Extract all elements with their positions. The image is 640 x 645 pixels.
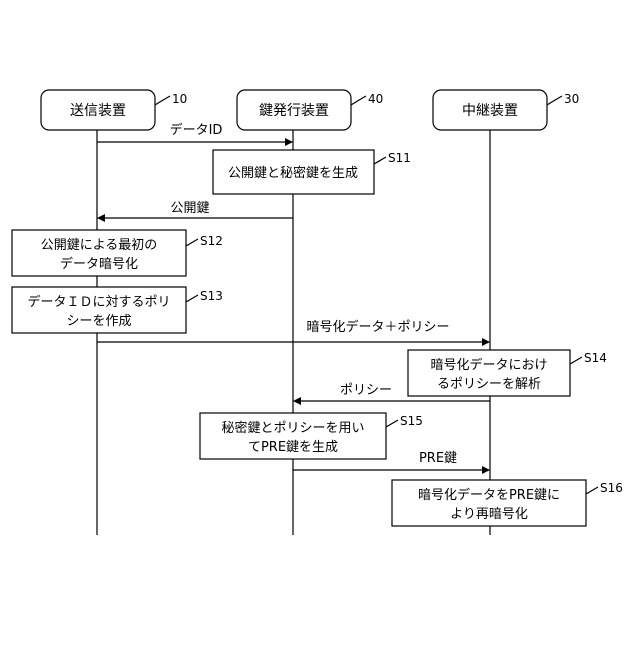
ref-leader-s16 [586,487,598,494]
step-s16-text-line1: 暗号化データをPRE鍵に [418,487,560,503]
step-s16-text-line2: より再暗号化 [450,507,528,522]
entity-relay-label: 中継装置 [462,103,518,119]
ref-leader-s12 [186,239,198,246]
message-policy-label: ポリシー [340,383,392,398]
step-s13-text-line1: データＩＤに対するポリ [27,294,170,310]
ref-leader-30 [547,96,562,105]
ref-leader-s13 [186,295,198,302]
step-s16: 暗号化データをPRE鍵に より再暗号化 [392,480,586,526]
step-s12-text-line2: データ暗号化 [60,256,138,272]
entity-key-issuer-label: 鍵発行装置 [259,103,329,119]
ref-leader-s15 [386,420,398,427]
step-s16-id: S16 [600,481,623,495]
step-s14-text-line2: るポリシーを解析 [437,377,541,392]
message-data-id-label: データID [170,122,223,138]
ref-leader-s14 [570,357,582,364]
step-s13: データＩＤに対するポリ シーを作成 [12,287,186,333]
entity-key-issuer: 鍵発行装置 [237,90,351,130]
step-s15-text-line1: 秘密鍵とポリシーを用い [221,420,364,436]
step-s11-id: S11 [388,151,411,165]
step-s13-id: S13 [200,289,223,303]
entity-sender-label: 送信装置 [70,103,126,119]
message-encrypted-data-policy-label: 暗号化データ＋ポリシー [306,319,449,335]
step-s11-text: 公開鍵と秘密鍵を生成 [228,165,358,181]
ref-leader-s11 [374,157,386,164]
message-pre-key-label: PRE鍵 [419,450,457,466]
entity-sender: 送信装置 [41,90,155,130]
entity-relay: 中継装置 [433,90,547,130]
ref-number-10: 10 [172,92,187,106]
ref-number-30: 30 [564,92,579,106]
step-s13-text-line2: シーを作成 [66,314,131,329]
ref-leader-40 [351,96,366,105]
step-s14: 暗号化データにおけ るポリシーを解析 [408,350,570,396]
message-public-key-label: 公開鍵 [170,200,209,216]
step-s15-text-line2: てPRE鍵を生成 [248,439,338,455]
step-s12-id: S12 [200,234,223,248]
ref-leader-10 [155,96,170,105]
ref-number-40: 40 [368,92,383,106]
step-s11: 公開鍵と秘密鍵を生成 [213,150,374,194]
step-s15: 秘密鍵とポリシーを用い てPRE鍵を生成 [200,413,386,459]
step-s15-id: S15 [400,414,423,428]
step-s14-text-line1: 暗号化データにおけ [430,357,547,373]
step-s12-text-line1: 公開鍵による最初の [41,237,158,253]
step-s12: 公開鍵による最初の データ暗号化 [12,230,186,276]
step-s14-id: S14 [584,351,607,365]
